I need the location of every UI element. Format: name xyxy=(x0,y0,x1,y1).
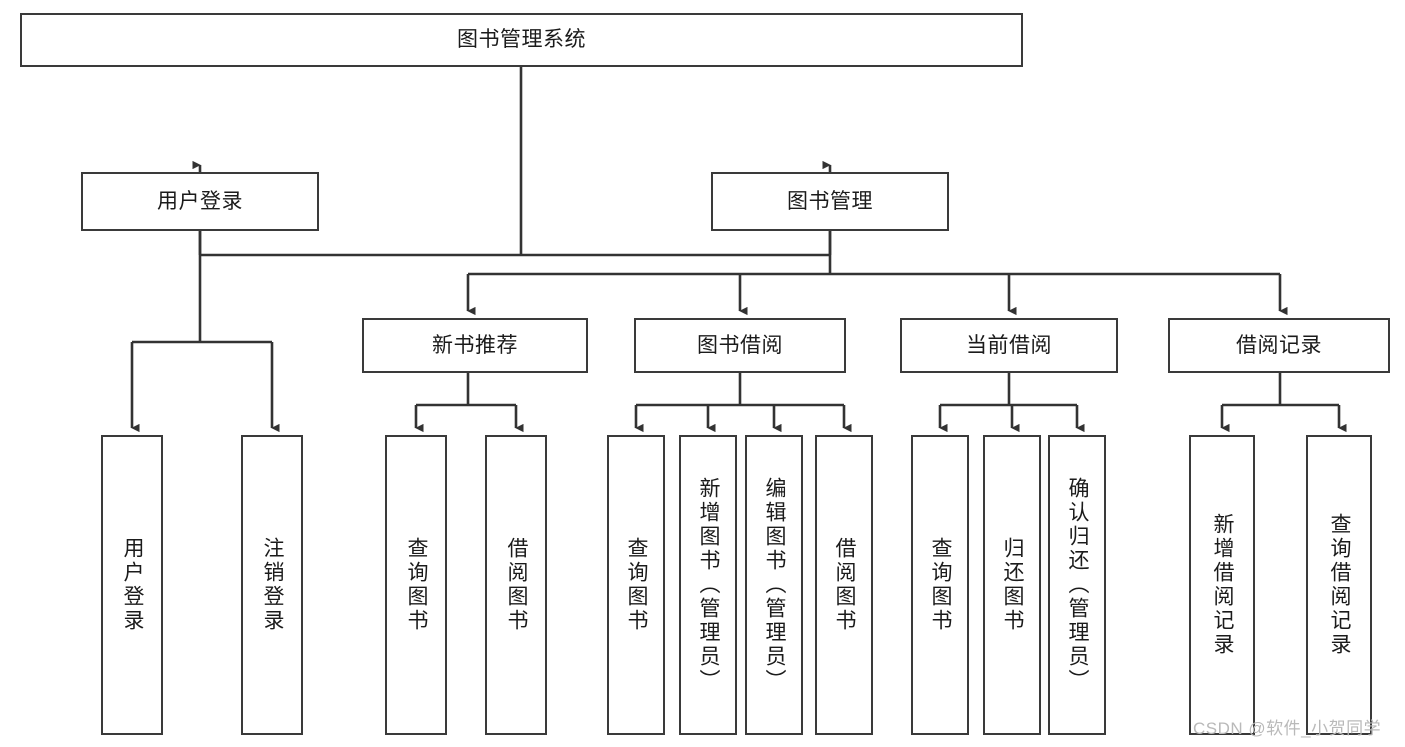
node-leaf-borrow-book-2[interactable]: 借阅图书 xyxy=(815,435,873,735)
node-borrow-record-label: 借阅记录 xyxy=(1236,333,1322,357)
node-leaf-query-book-2-label: 查询图书 xyxy=(625,537,649,633)
node-leaf-user-login[interactable]: 用户登录 xyxy=(101,435,163,735)
node-leaf-logout[interactable]: 注销登录 xyxy=(241,435,303,735)
node-borrow-record[interactable]: 借阅记录 xyxy=(1168,318,1390,373)
node-leaf-logout-label: 注销登录 xyxy=(261,537,285,633)
node-book-manage-label: 图书管理 xyxy=(787,189,873,213)
node-leaf-add-book-label: 新增图书（管理员） xyxy=(697,477,721,693)
node-leaf-query-book-3[interactable]: 查询图书 xyxy=(911,435,969,735)
node-leaf-confirm-return-label: 确认归还（管理员） xyxy=(1066,477,1090,693)
node-leaf-borrow-book-2-label: 借阅图书 xyxy=(833,537,857,633)
node-new-book-recommend[interactable]: 新书推荐 xyxy=(362,318,588,373)
node-user-login[interactable]: 用户登录 xyxy=(81,172,319,231)
node-leaf-query-book-1-label: 查询图书 xyxy=(405,537,429,633)
node-leaf-borrow-book-1-label: 借阅图书 xyxy=(505,537,529,633)
node-user-login-label: 用户登录 xyxy=(157,189,243,213)
node-leaf-return-book-label: 归还图书 xyxy=(1001,537,1025,633)
node-leaf-user-login-label: 用户登录 xyxy=(121,537,145,633)
node-leaf-edit-book[interactable]: 编辑图书（管理员） xyxy=(745,435,803,735)
node-leaf-add-record-label: 新增借阅记录 xyxy=(1211,513,1235,657)
node-root[interactable]: 图书管理系统 xyxy=(20,13,1023,67)
node-new-book-recommend-label: 新书推荐 xyxy=(432,333,518,357)
node-current-borrow[interactable]: 当前借阅 xyxy=(900,318,1118,373)
node-leaf-add-book[interactable]: 新增图书（管理员） xyxy=(679,435,737,735)
node-leaf-borrow-book-1[interactable]: 借阅图书 xyxy=(485,435,547,735)
node-book-borrow-label: 图书借阅 xyxy=(697,333,783,357)
node-leaf-query-book-3-label: 查询图书 xyxy=(929,537,953,633)
node-root-label: 图书管理系统 xyxy=(457,28,586,52)
node-leaf-query-book-1[interactable]: 查询图书 xyxy=(385,435,447,735)
node-leaf-query-book-2[interactable]: 查询图书 xyxy=(607,435,665,735)
node-leaf-query-record[interactable]: 查询借阅记录 xyxy=(1306,435,1372,735)
node-leaf-query-record-label: 查询借阅记录 xyxy=(1328,513,1352,657)
node-current-borrow-label: 当前借阅 xyxy=(966,333,1052,357)
node-leaf-return-book[interactable]: 归还图书 xyxy=(983,435,1041,735)
node-book-manage[interactable]: 图书管理 xyxy=(711,172,949,231)
node-book-borrow[interactable]: 图书借阅 xyxy=(634,318,846,373)
node-leaf-confirm-return[interactable]: 确认归还（管理员） xyxy=(1048,435,1106,735)
node-leaf-edit-book-label: 编辑图书（管理员） xyxy=(763,477,787,693)
node-leaf-add-record[interactable]: 新增借阅记录 xyxy=(1189,435,1255,735)
